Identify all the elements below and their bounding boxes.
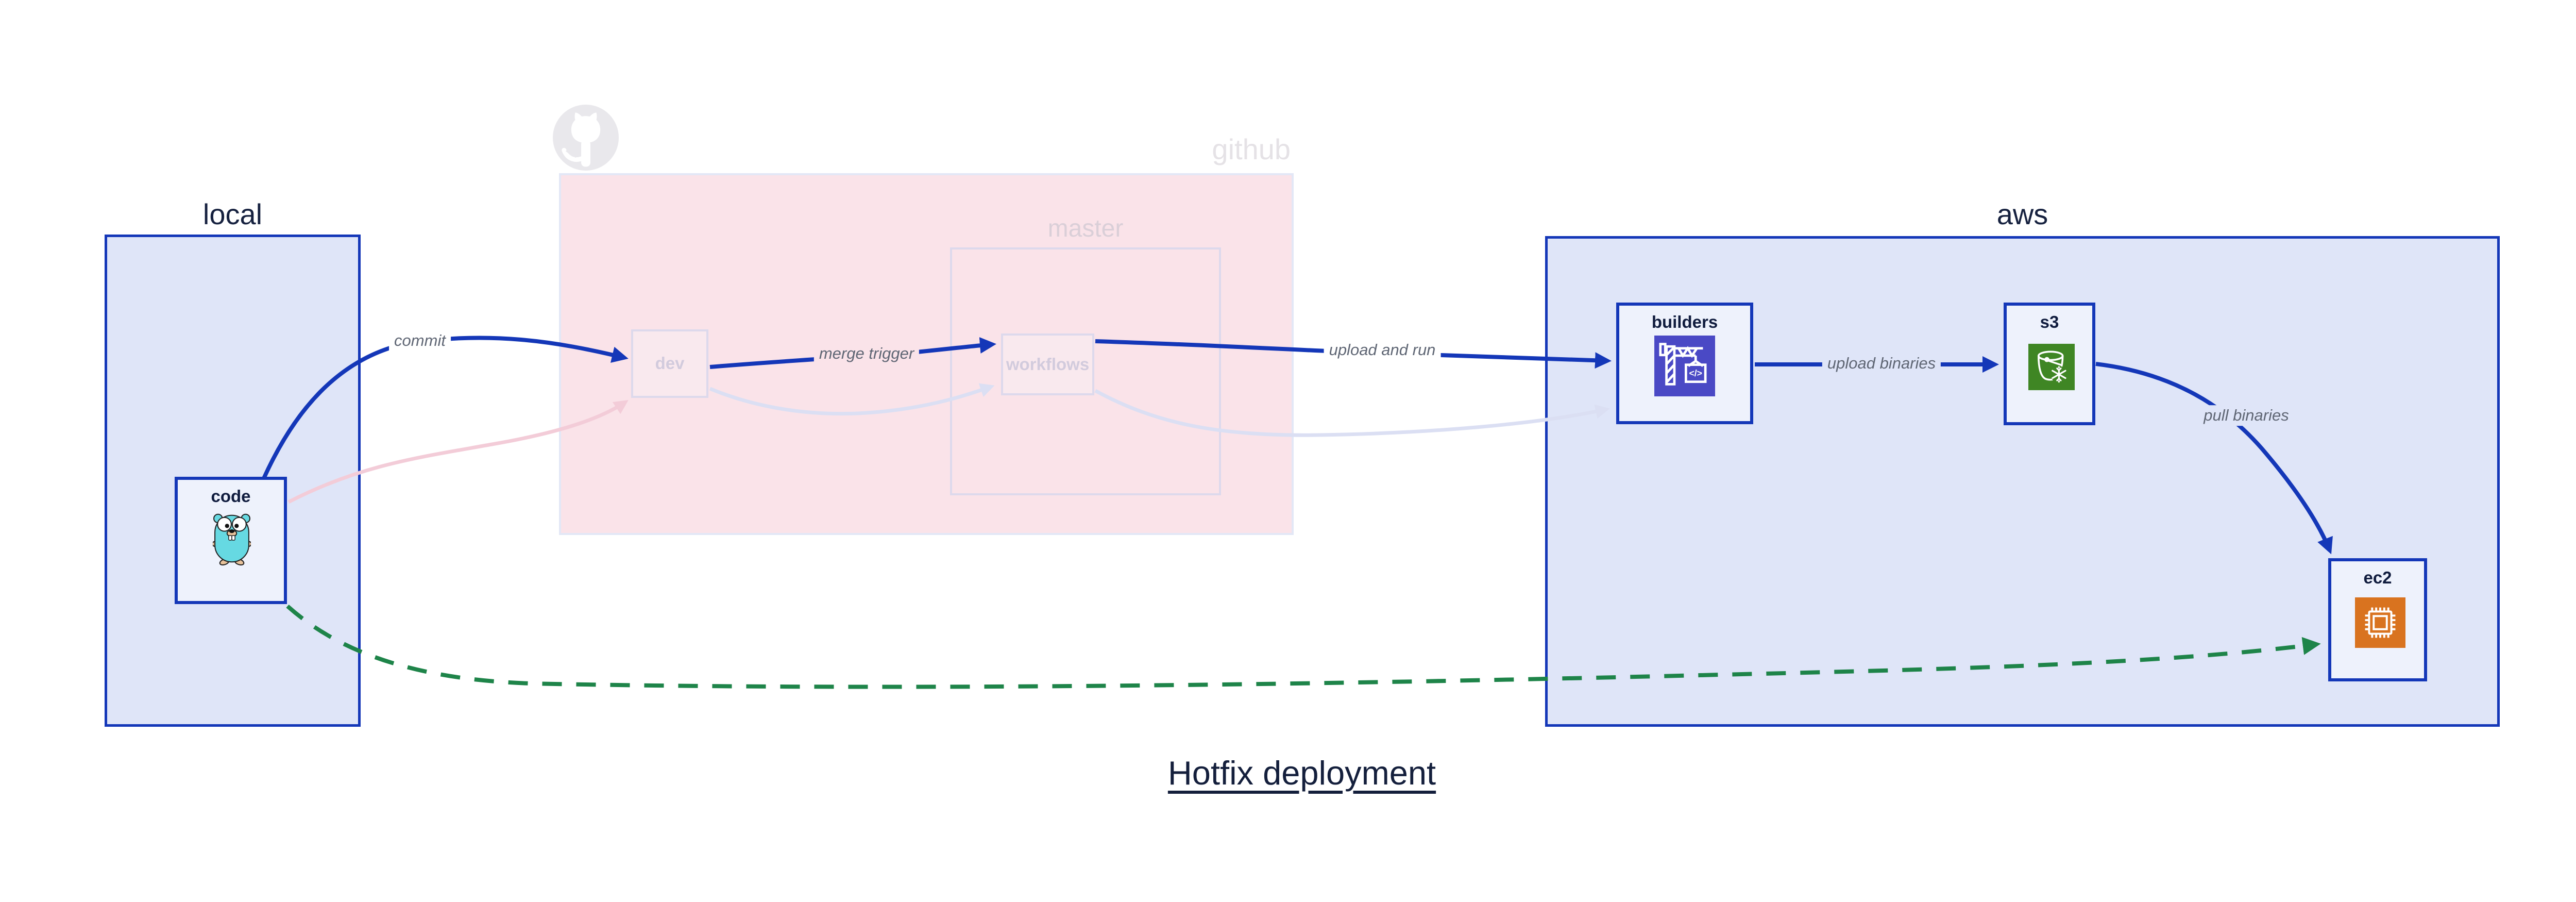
node-code-label: code [211,487,251,506]
node-s3: s3 [2004,303,2095,425]
group-local-label: local [202,198,263,230]
edge-label-merge-trigger: merge trigger [814,343,920,364]
go-gopher-icon [213,513,251,565]
group-aws-label: aws [1996,198,2048,230]
group-master-box [950,247,1221,495]
node-builders-label: builders [1651,312,1718,331]
edge-dev-to-workflows-faded [709,383,995,416]
node-workflows: workflows [1001,333,1094,395]
edge-workflows-to-builders-faded [1094,389,1610,437]
node-dev-label: dev [655,354,685,373]
ec2-chip-icon [2355,597,2405,648]
group-master-label: master [1047,215,1124,242]
edge-code-to-ec2-dashed [286,605,2321,689]
node-dev: dev [631,329,708,398]
node-workflows-label: workflows [1006,354,1090,374]
svg-text:</>: </> [1689,368,1702,378]
edge-pull-binaries [2095,362,2333,555]
edge-commit [262,336,629,479]
codebuild-crane-icon: </> [1654,336,1715,396]
node-builders: builders </> [1616,303,1753,424]
s3-glacier-bucket-icon [2028,344,2075,390]
edge-label-upload-and-run: upload and run [1324,340,1441,360]
edge-code-to-dev-faded [287,400,629,504]
github-octocat-icon [553,105,619,171]
diagram-title: Hotfix deployment [1167,754,1436,792]
node-code: code [175,477,287,604]
edge-label-commit: commit [389,330,451,351]
edge-label-upload-binaries: upload binaries [1822,353,1941,374]
group-github-label: github [1212,133,1291,165]
node-ec2-label: ec2 [2363,568,2392,587]
node-s3-label: s3 [2040,312,2059,331]
node-ec2: ec2 [2328,558,2427,681]
edge-label-pull-binaries: pull binaries [2198,405,2294,426]
